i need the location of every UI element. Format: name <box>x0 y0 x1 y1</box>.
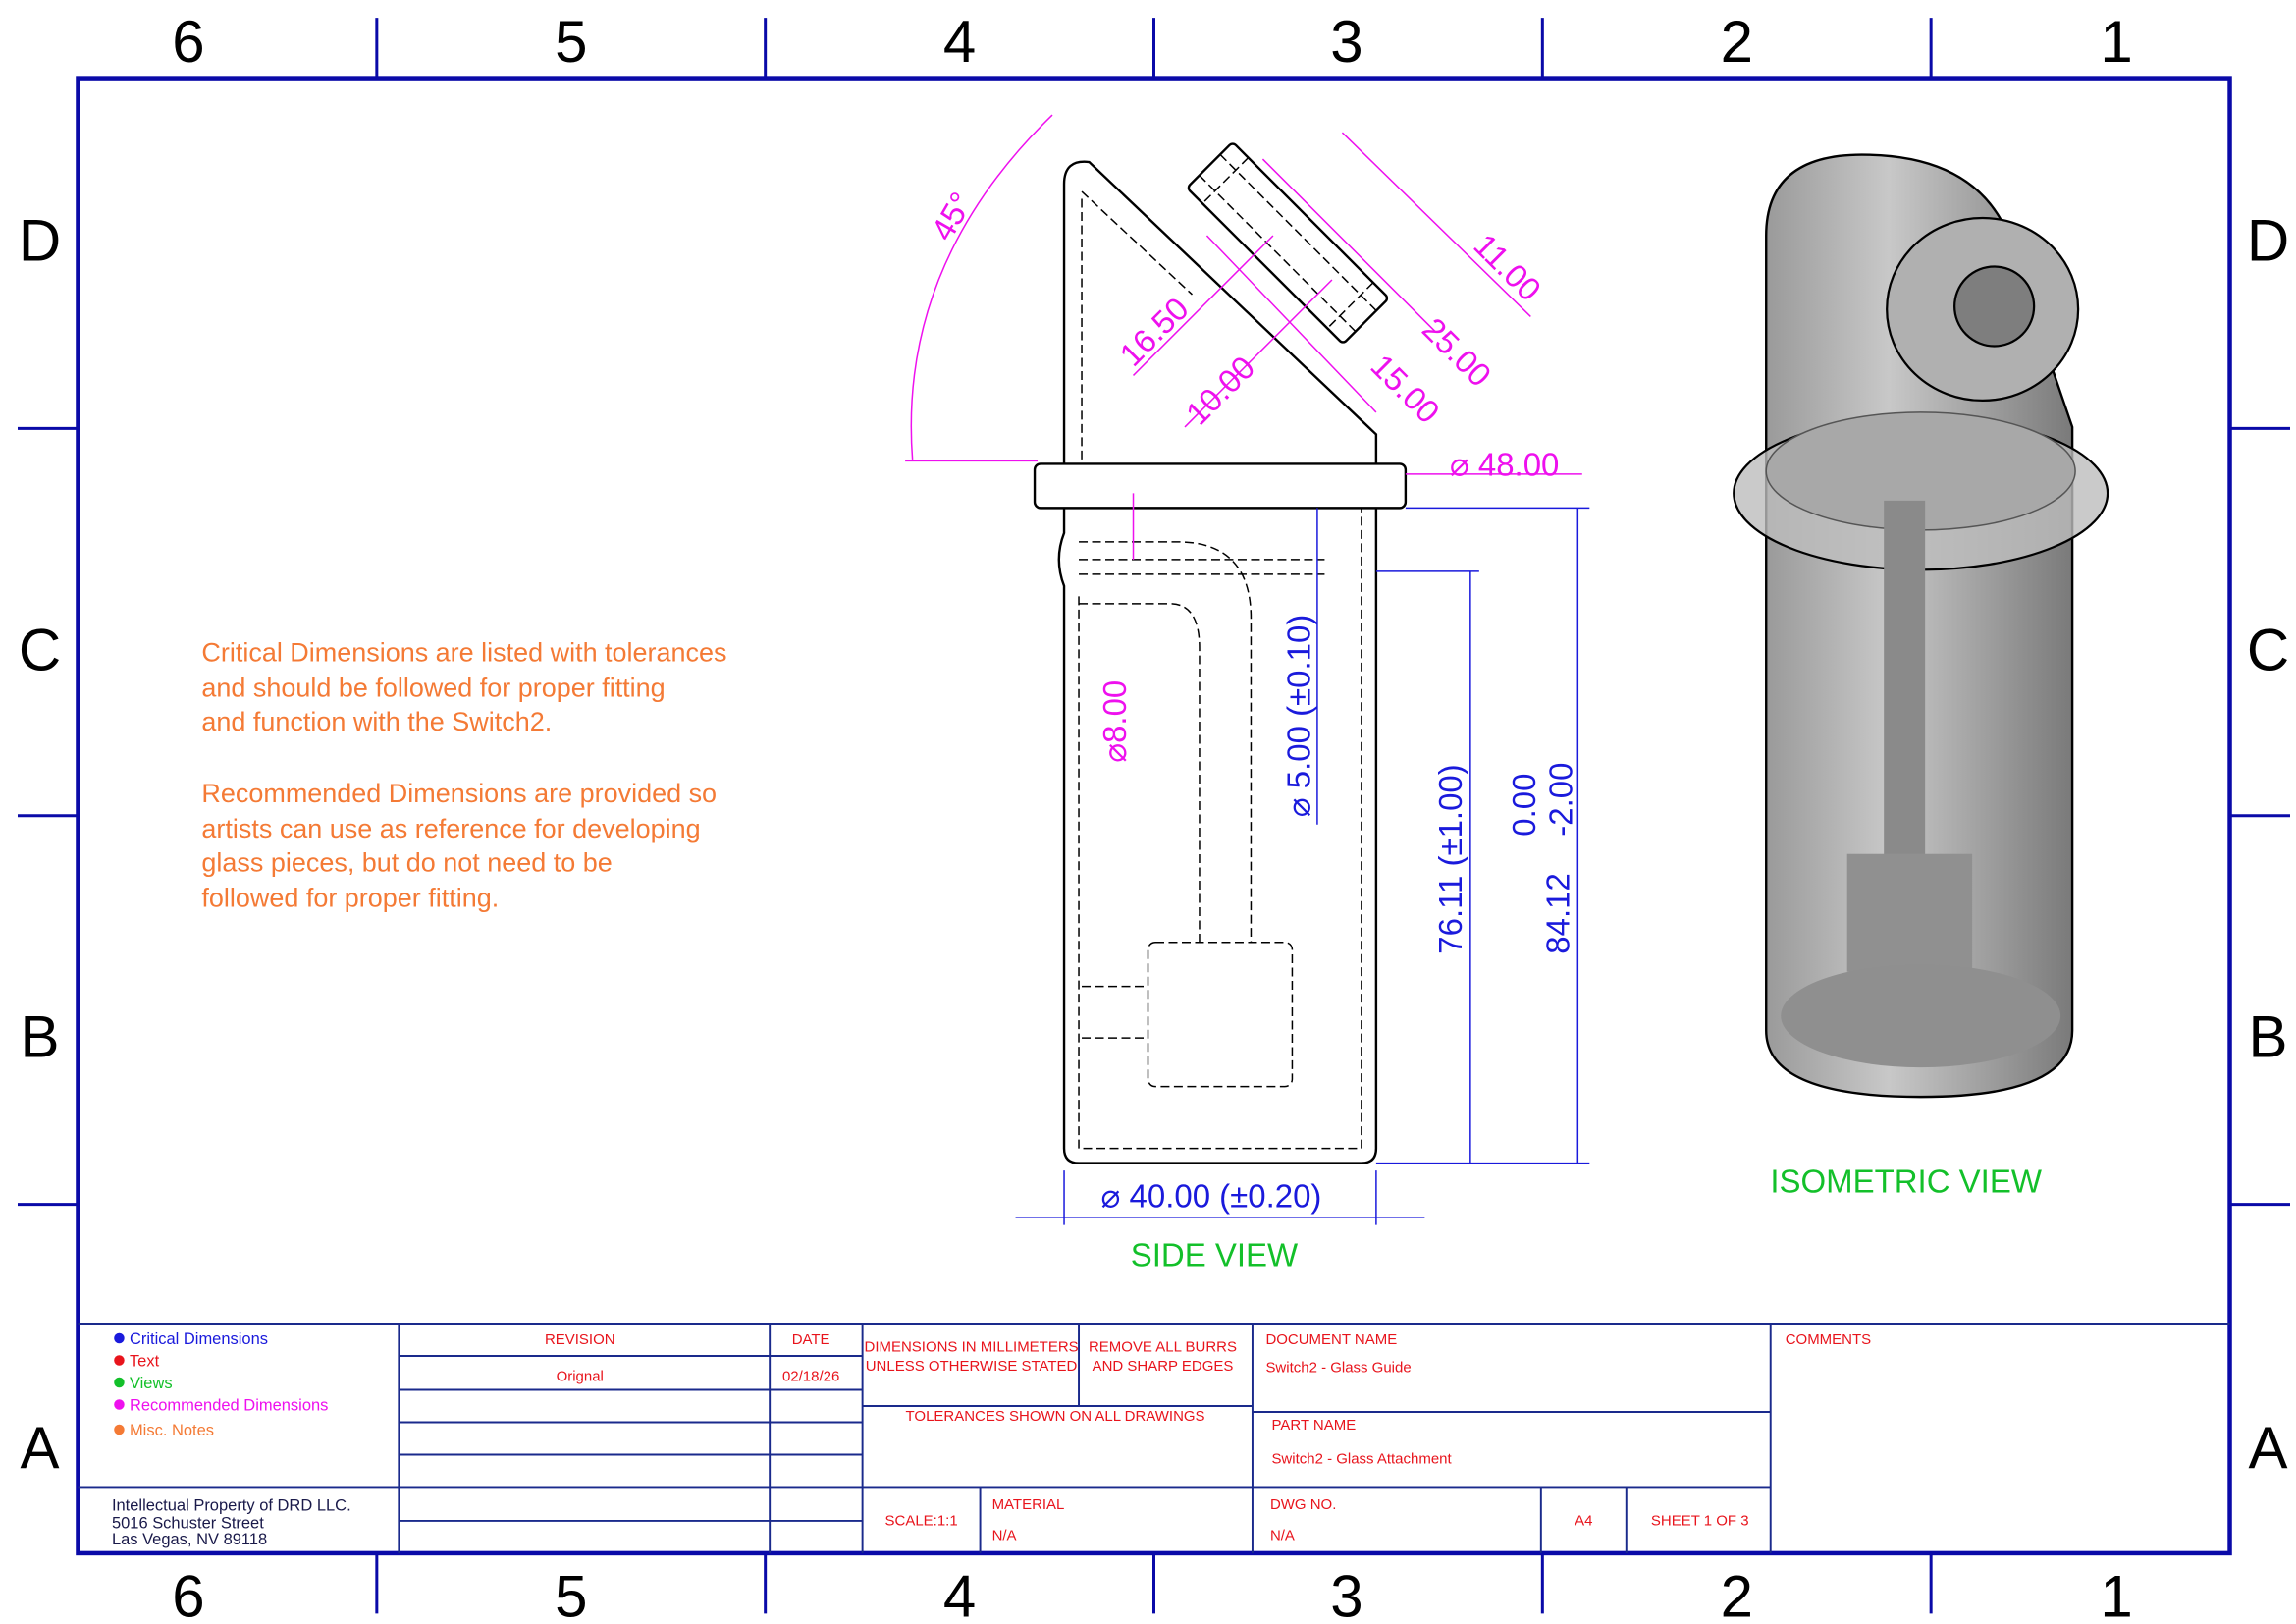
zone-col: 1 <box>2100 1563 2132 1624</box>
tolerance-note: TOLERANCES SHOWN ON ALL DRAWINGS <box>906 1408 1205 1425</box>
date-header: DATE <box>792 1331 830 1348</box>
zone-col: 4 <box>943 1563 976 1624</box>
zone-col: 6 <box>172 1563 204 1624</box>
isometric-view-label: ISOMETRIC VIEW <box>1770 1164 2042 1200</box>
dwg-no-label: DWG NO. <box>1270 1496 1336 1513</box>
zone-row: D <box>2247 207 2289 273</box>
units-note: DIMENSIONS IN MILLIMETERS <box>865 1339 1079 1356</box>
material-value: N/A <box>992 1527 1017 1543</box>
dimension-15-00: 15.00 <box>1363 348 1447 431</box>
zone-col: 5 <box>555 1563 587 1624</box>
port-diameter-dimension: ⌀8.00 <box>1096 680 1133 763</box>
document-name-label: DOCUMENT NAME <box>1265 1331 1397 1348</box>
isometric-view-drawing <box>1733 153 2109 1099</box>
angle-dimension: 45° <box>924 186 980 246</box>
zone-row: C <box>19 617 61 682</box>
legend-critical: Critical Dimensions <box>130 1330 268 1348</box>
critical-dimensions: ⌀ 5.00 (±0.10) 76.11 (±1.00) 84.12 0.00 … <box>1015 507 1590 1225</box>
tolerance-upper: 0.00 <box>1506 774 1542 837</box>
burrs-note: AND SHARP EDGES <box>1093 1358 1234 1375</box>
title-block: Critical Dimensions Text Views Recommend… <box>78 1323 2230 1553</box>
recommended-dimensions: 45° 16.50 10.00 15.00 25.00 11.00 ⌀ 48.0… <box>905 114 1582 763</box>
zone-row: B <box>2249 1004 2288 1070</box>
column-zone-labels: 6 5 4 3 2 1 6 5 4 3 2 1 <box>172 9 2133 1624</box>
revision-header: REVISION <box>545 1331 615 1348</box>
zone-row: D <box>19 207 61 273</box>
zone-col: 3 <box>1330 9 1362 75</box>
part-name-label: PART NAME <box>1271 1417 1356 1434</box>
critical-dimensions-note: Critical Dimensions are listed with tole… <box>201 637 726 735</box>
zone-col: 3 <box>1330 1563 1362 1624</box>
document-name: Switch2 - Glass Guide <box>1265 1360 1411 1377</box>
side-view-drawing <box>1033 142 1408 1164</box>
color-legend: Critical Dimensions Text Views Recommend… <box>114 1330 328 1439</box>
height-84-12-dimension: 84.12 <box>1539 873 1575 954</box>
note-line: and function with the Switch2. <box>201 707 552 736</box>
zone-col: 5 <box>555 9 587 75</box>
zone-row: B <box>20 1004 59 1070</box>
note-line: and should be followed for proper fittin… <box>201 673 665 702</box>
zone-col: 2 <box>1721 1563 1753 1624</box>
zone-row: A <box>20 1415 59 1481</box>
owner-line: 5016 Schuster Street <box>112 1514 264 1532</box>
sheet-border <box>17 18 2291 1614</box>
zone-col: 6 <box>172 9 204 75</box>
flange-diameter-dimension: ⌀ 48.00 <box>1450 446 1560 482</box>
note-line: followed for proper fitting. <box>201 884 499 913</box>
note-line: glass pieces, but do not need to be <box>201 848 612 878</box>
height-76-11-dimension: 76.11 (±1.00) <box>1432 764 1468 953</box>
note-line: Critical Dimensions are listed with tole… <box>201 637 726 667</box>
note-line: artists can use as reference for develop… <box>201 814 700 843</box>
legend-views: Views <box>130 1375 173 1392</box>
sheet-size: A4 <box>1575 1512 1592 1529</box>
units-note: UNLESS OTHERWISE STATED <box>866 1358 1078 1375</box>
zone-row: A <box>2249 1415 2288 1481</box>
date-value: 02/18/26 <box>782 1369 839 1385</box>
owner-address: Intellectual Property of DRD LLC. 5016 S… <box>112 1496 351 1547</box>
owner-line: Intellectual Property of DRD LLC. <box>112 1496 351 1514</box>
legend-text: Text <box>130 1353 160 1371</box>
owner-line: Las Vegas, NV 89118 <box>112 1531 267 1548</box>
legend-misc: Misc. Notes <box>130 1422 214 1439</box>
material-label: MATERIAL <box>992 1496 1065 1513</box>
note-line: Recommended Dimensions are provided so <box>201 779 717 808</box>
dwg-no: N/A <box>1270 1527 1295 1543</box>
tolerance-lower: -2.00 <box>1542 763 1578 837</box>
dimension-10-00: 10.00 <box>1179 349 1262 432</box>
recommended-dimensions-note: Recommended Dimensions are provided so a… <box>201 779 717 912</box>
dimension-25-00: 25.00 <box>1415 310 1499 394</box>
zone-col: 1 <box>2100 9 2132 75</box>
revision-value: Orignal <box>557 1369 604 1385</box>
sheet-number: SHEET 1 OF 3 <box>1651 1512 1749 1529</box>
dimension-16-50: 16.50 <box>1112 290 1196 373</box>
comments-label: COMMENTS <box>1786 1331 1871 1348</box>
zone-col: 4 <box>943 9 976 75</box>
burrs-note: REMOVE ALL BURRS <box>1089 1339 1237 1356</box>
scale: SCALE:1:1 <box>885 1512 958 1529</box>
side-view-label: SIDE VIEW <box>1131 1237 1298 1273</box>
zone-col: 2 <box>1721 9 1753 75</box>
part-name: Switch2 - Glass Attachment <box>1271 1450 1452 1467</box>
zone-row: C <box>2247 617 2289 682</box>
legend-recommended: Recommended Dimensions <box>130 1396 328 1414</box>
inner-diameter-dimension: ⌀ 5.00 (±0.10) <box>1280 615 1316 818</box>
base-diameter-dimension: ⌀ 40.00 (±0.20) <box>1101 1178 1322 1215</box>
row-zone-labels: D C B A D C B A <box>19 207 2289 1480</box>
